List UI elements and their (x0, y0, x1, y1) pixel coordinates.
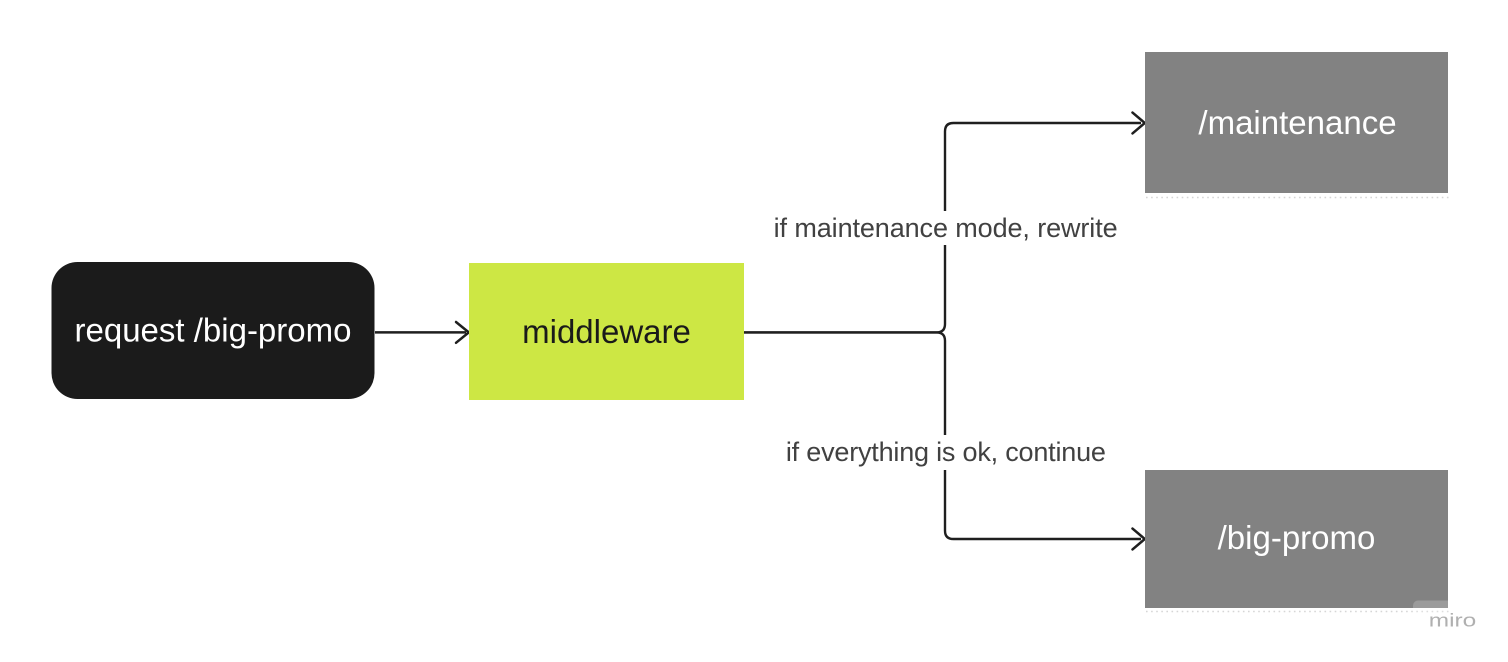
svg-text:/maintenance: /maintenance (1198, 104, 1396, 141)
svg-text:if everything is ok, continue: if everything is ok, continue (786, 437, 1106, 467)
svg-text:/big-promo: /big-promo (1218, 519, 1376, 556)
svg-text:if maintenance mode, rewrite: if maintenance mode, rewrite (774, 213, 1118, 243)
svg-text:request /big-promo: request /big-promo (75, 312, 352, 349)
svg-text:miro: miro (1429, 610, 1477, 631)
svg-text:middleware: middleware (522, 313, 691, 350)
